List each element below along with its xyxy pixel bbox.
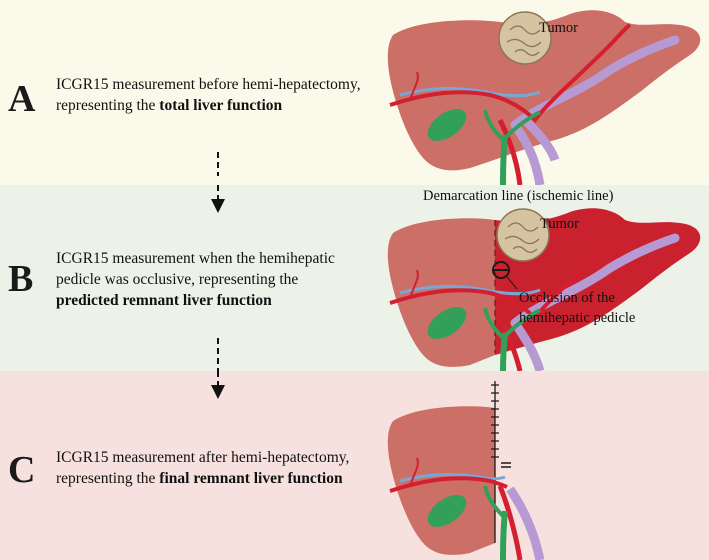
liver-resected-illustration — [387, 381, 545, 560]
panel-a-description: ICGR15 measurement before hemi-hepatecto… — [56, 74, 386, 116]
vessel-red — [389, 23, 632, 124]
bile-duct — [500, 510, 508, 560]
liver-whole-illustration — [387, 10, 701, 185]
panel-b: B ICGR15 measurement when the hemihepati… — [0, 185, 709, 371]
panel-b-text: ICGR15 measurement when the hemihepatic … — [56, 250, 335, 288]
occlusion-label-line1: Occlusion of the — [519, 290, 615, 306]
panel-c-description: ICGR15 measurement after hemi-hepatectom… — [56, 447, 386, 489]
panel-a: A ICGR15 measurement before hemi-hepatec… — [0, 0, 709, 185]
dashed-arrow-a-to-b — [217, 152, 219, 176]
vessel-red — [389, 241, 612, 322]
panel-letter-a: A — [8, 78, 36, 120]
vessel-blue — [399, 472, 506, 483]
gallbladder — [427, 109, 467, 141]
panel-b-description: ICGR15 measurement when the hemihepatic … — [56, 248, 346, 311]
liver-shape — [387, 10, 701, 171]
vessel-red-branch — [409, 457, 419, 487]
liver-occluded-illustration — [387, 208, 701, 371]
ligated-stumps — [501, 462, 511, 468]
tumor — [496, 208, 550, 262]
bile-duct-branch-2 — [501, 110, 541, 142]
occlusion-leader-line — [506, 276, 518, 290]
vessel-red-down — [497, 485, 523, 560]
suture-marks — [491, 384, 499, 458]
bile-duct-branch — [483, 485, 505, 518]
bile-duct-branch — [483, 109, 505, 142]
vessel-purple — [510, 35, 680, 130]
vessel-purple-down — [506, 486, 545, 560]
tumor-label-b: Tumor — [540, 216, 579, 232]
vessel-red-down — [497, 118, 523, 185]
dashed-arrow-head-c — [211, 371, 225, 399]
vessel-red-down — [497, 316, 523, 371]
vessel-purple — [510, 233, 680, 328]
gallbladder — [427, 495, 467, 527]
vessel-blue — [399, 86, 541, 98]
panel-c: C ICGR15 measurement after hemi-hepatect… — [0, 371, 709, 560]
demarcation-label: Demarcation line (ischemic line) — [423, 188, 614, 204]
bile-duct-branch — [483, 307, 505, 340]
panel-a-bold-text: total liver function — [159, 97, 283, 114]
tumor — [498, 11, 552, 65]
panel-letter-b: B — [8, 258, 34, 300]
occlusion-label-line2: hemihepatic pedicle — [519, 310, 636, 326]
vessel-red-branch — [409, 71, 419, 101]
gallbladder — [427, 307, 467, 339]
vessel-blue — [399, 284, 541, 296]
dashed-arrow-head-b — [211, 185, 225, 213]
dashed-arrow-b-to-c — [217, 338, 219, 371]
panel-c-bold-text: final remnant liver function — [159, 470, 343, 487]
panel-c-text: ICGR15 measurement after hemi-hepatectom… — [56, 449, 350, 487]
bile-duct-branch-2 — [501, 308, 541, 340]
bile-duct — [500, 134, 508, 185]
panel-letter-c: C — [8, 449, 36, 491]
vessel-red — [389, 476, 508, 493]
panel-b-bold-text: predicted remnant liver function — [56, 292, 272, 309]
vessel-purple-down-2 — [521, 116, 560, 162]
vessel-red-branch — [409, 269, 419, 299]
tumor-texture — [504, 222, 540, 253]
panel-a-text: ICGR15 measurement before hemi-hepatecto… — [56, 76, 361, 114]
tumor-label-a: Tumor — [539, 20, 578, 36]
tumor-texture — [506, 25, 542, 56]
